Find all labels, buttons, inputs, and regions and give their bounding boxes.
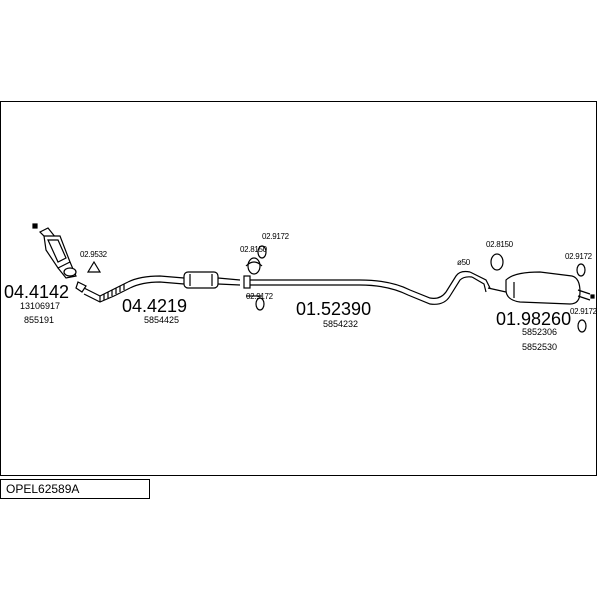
reference-title: OPEL62589A <box>0 479 150 499</box>
accessory-label-4: 02.9172 <box>246 292 273 301</box>
part-number-4: 01.98260 <box>496 309 572 329</box>
part-ref-4b: 5852530 <box>522 342 558 352</box>
part-number-2: 04.4219 <box>122 296 188 316</box>
exhaust-system-diagram <box>32 223 595 333</box>
part-ref-4a: 5852306 <box>522 327 558 337</box>
accessory-label-5: 02.8150 <box>486 240 513 249</box>
accessory-label-1: 02.9532 <box>80 250 107 259</box>
accessory-label-7: 02.9172 <box>570 307 597 316</box>
part-ref-1a: 13106917 <box>20 301 61 311</box>
gasket-icon <box>86 260 102 273</box>
part-number-3: 01.52390 <box>296 299 372 319</box>
accessory-label-2: 02.9172 <box>262 232 289 241</box>
middle-pipe-drawing <box>243 270 491 305</box>
diagram-frame <box>0 101 597 476</box>
catalytic-converter-drawing <box>32 223 87 293</box>
flex-pipe-drawing <box>83 271 241 303</box>
hanger-icons <box>245 245 587 333</box>
rear-silencer-drawing <box>487 271 595 305</box>
accessory-label-6: 02.9172 <box>565 252 592 261</box>
part-number-1: 04.4142 <box>4 282 70 302</box>
pipe-diameter-label: ø50 <box>457 258 470 267</box>
accessory-label-3: 02.8150 <box>240 245 267 254</box>
part-ref-3a: 5854232 <box>323 319 359 329</box>
part-ref-2a: 5854425 <box>144 315 180 325</box>
part-ref-1b: 855191 <box>24 315 55 325</box>
